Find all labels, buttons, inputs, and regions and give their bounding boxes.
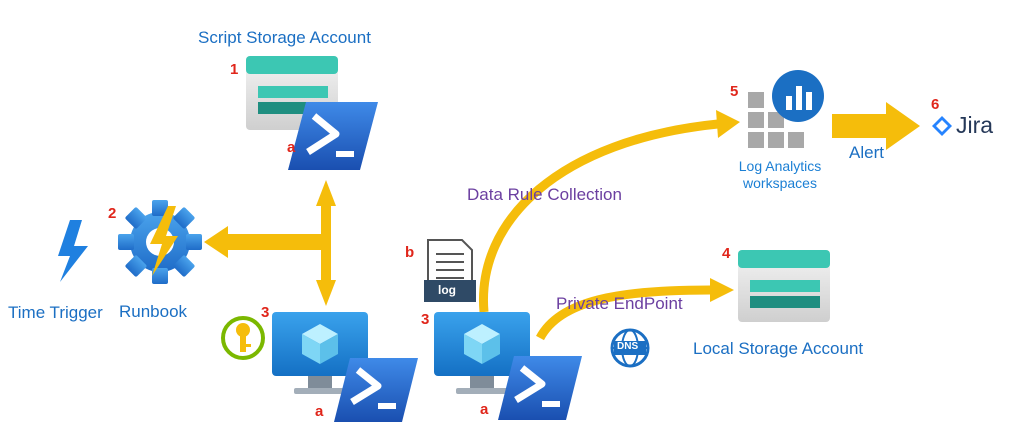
alert-label: Alert — [849, 143, 884, 162]
log-file-icon — [424, 239, 476, 302]
step-b: b — [405, 244, 415, 261]
arrow-alert — [832, 102, 920, 150]
script-storage-label: Script Storage Account — [198, 28, 371, 47]
dns-globe-icon — [610, 328, 650, 368]
step-3-right: 3 — [421, 311, 430, 328]
runbook-gear-icon — [118, 200, 202, 284]
vm-cube-icon-right — [464, 324, 500, 364]
time-trigger-label: Time Trigger — [8, 303, 103, 322]
arrow-head-law — [716, 110, 740, 138]
step-1: 1 — [230, 61, 239, 78]
step-a-right: a — [480, 401, 489, 418]
local-storage-label: Local Storage Account — [693, 339, 864, 358]
vm-monitor-right — [434, 312, 530, 394]
private-endpoint-label: Private EndPoint — [556, 294, 683, 313]
vm-cube-icon-left — [302, 324, 338, 364]
vm-monitor-left — [272, 312, 368, 394]
step-4: 4 — [722, 245, 731, 262]
script-storage-icon — [246, 56, 338, 130]
step-6: 6 — [931, 96, 940, 113]
data-rule-collection-label: Data Rule Collection — [467, 185, 622, 204]
arrow-head-local-storage — [710, 278, 734, 302]
arrow-private-endpoint — [536, 285, 711, 341]
jira-logo-icon — [932, 116, 952, 136]
runbook-label: Runbook — [119, 302, 188, 321]
lightning-icon — [58, 220, 88, 282]
log-analytics-label-line1: Log Analytics — [738, 158, 822, 174]
step-5: 5 — [730, 83, 739, 100]
step-2: 2 — [108, 205, 117, 222]
dns-label: DNS — [617, 341, 639, 352]
log-file-label: log — [438, 283, 456, 297]
connector-arrows — [204, 102, 920, 341]
log-analytics-icon — [748, 70, 824, 148]
powershell-icon-left — [334, 358, 418, 422]
arrow-data-rule-collection — [478, 119, 719, 313]
step-a-top: a — [287, 139, 296, 156]
powershell-icon-top — [288, 102, 378, 170]
step-3-left: 3 — [261, 304, 270, 321]
arrow-to-runbook — [204, 226, 326, 258]
log-analytics-label-line2: workspaces — [743, 175, 817, 191]
local-storage-icon — [738, 250, 830, 322]
log-analytics-label: Log Analytics workspaces — [728, 158, 832, 192]
powershell-icon-right — [498, 356, 582, 420]
key-vault-icon — [221, 316, 265, 360]
jira-label: Jira — [956, 112, 994, 138]
step-a-left: a — [315, 403, 324, 420]
